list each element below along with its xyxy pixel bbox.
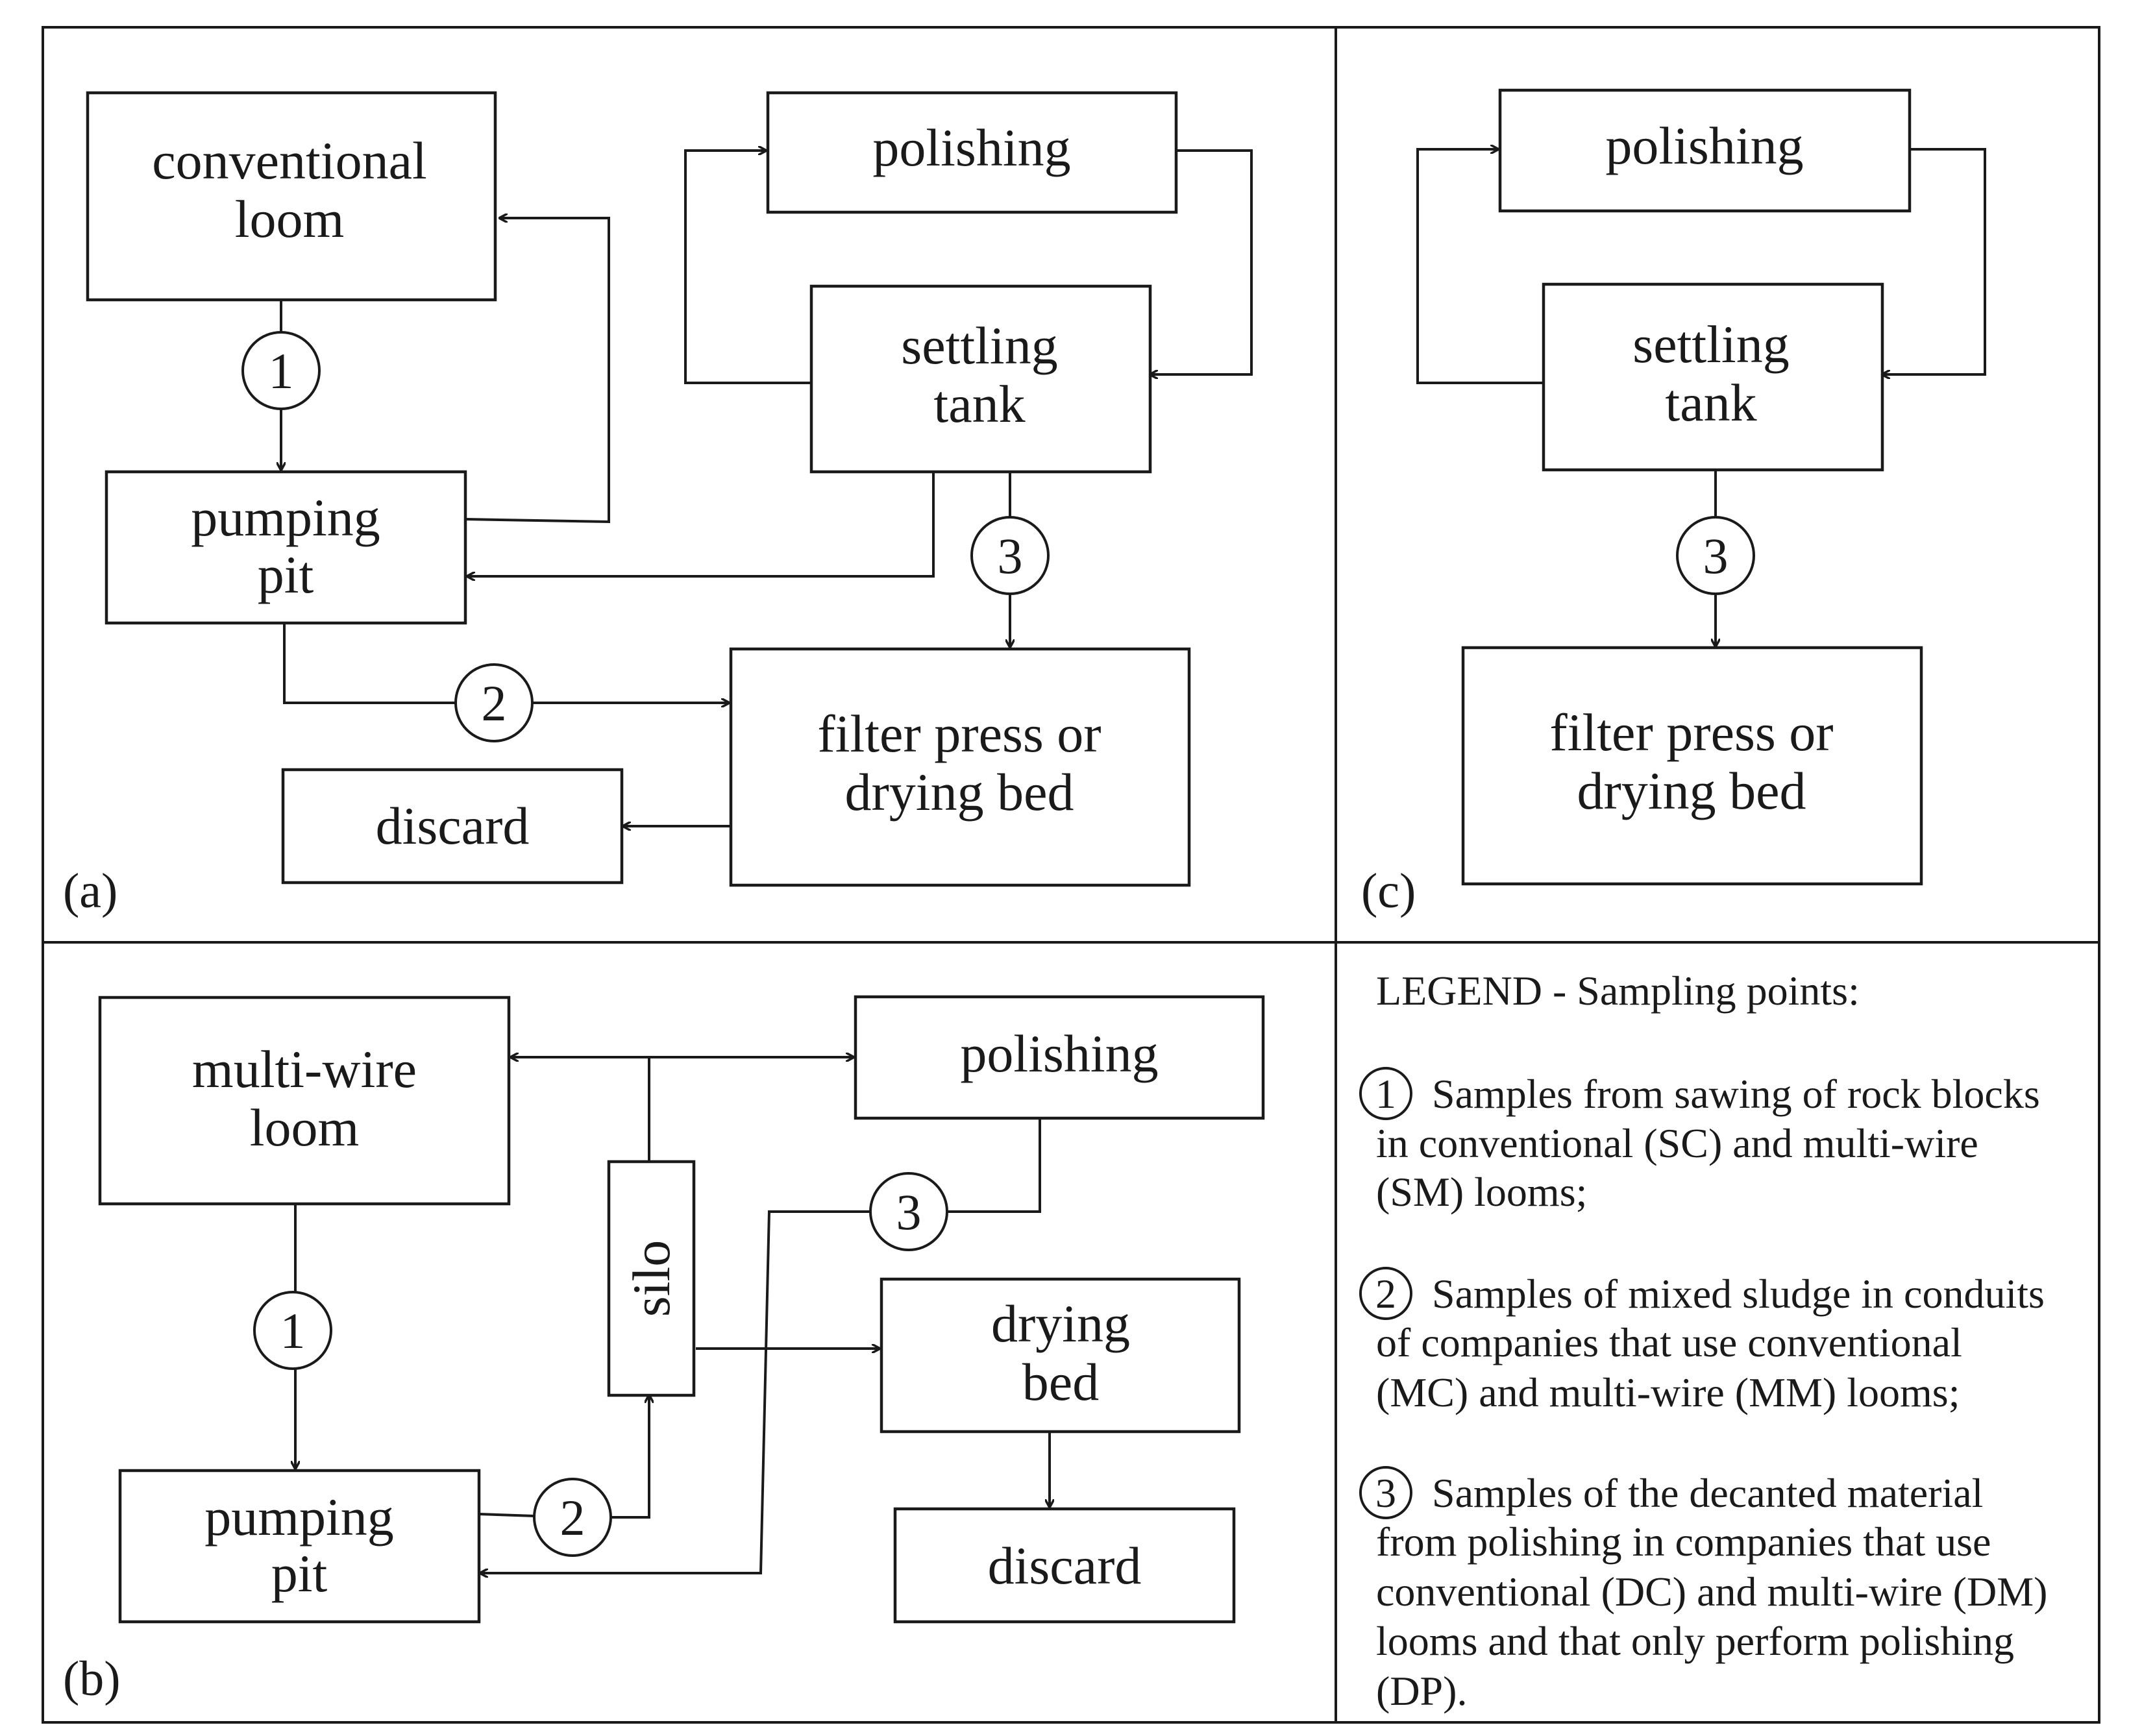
label-pumping-pit-b-l1: pumping — [204, 1487, 394, 1547]
label-discard-b: discard — [988, 1536, 1142, 1595]
label-pumping-pit-a-l1: pumping — [191, 488, 380, 547]
legend-marker-1-text: 1 — [1375, 1071, 1396, 1117]
panel-b: multi-wire loom polishing silo drying be… — [63, 995, 1265, 1706]
legend-item-3-line-2: from polishing in companies that use — [1376, 1519, 1991, 1565]
legend-title: LEGEND - Sampling points: — [1376, 968, 1860, 1014]
legend-marker-2 — [1359, 1267, 1412, 1320]
label-filter-press-a-l1: filter press or — [817, 704, 1101, 763]
legend-marker-3-text: 3 — [1375, 1470, 1396, 1516]
marker-3-b-text: 3 — [896, 1184, 922, 1240]
edge-silo-to-multi-wire-loom — [511, 1057, 650, 1162]
panel-c: polishing settling tank filter press or … — [1361, 88, 1986, 918]
label-filter-press-a-l2: drying bed — [845, 763, 1074, 822]
box-discard-a — [281, 768, 624, 885]
legend: LEGEND - Sampling points: 1 Samples from… — [1359, 968, 2047, 1714]
box-pumping-pit-a — [105, 470, 467, 625]
edge-pumping-pit-to-filter-press — [283, 623, 729, 703]
legend-item-3-line-1: Samples of the decanted material — [1432, 1470, 1983, 1516]
label-settling-tank-a-l2: tank — [933, 374, 1025, 434]
label-settling-tank-a-l1: settling — [901, 316, 1057, 375]
panel-a: conventional loom polishing settling tan… — [63, 91, 1253, 918]
label-pumping-pit-b-l2: pit — [271, 1544, 328, 1603]
box-filter-press-a — [729, 647, 1191, 887]
panel-label-c: (c) — [1361, 864, 1416, 918]
legend-item-2-line-3: (MC) and multi-wire (MM) looms; — [1376, 1369, 1960, 1415]
figure-frame — [42, 26, 2100, 1724]
label-polishing-a: polishing — [872, 118, 1070, 177]
edge-polishing-to-settling-tank-c — [1882, 148, 1986, 374]
edge-polishing-to-pumping-pit-b — [480, 1118, 1041, 1573]
label-conventional-loom-l2: loom — [235, 189, 345, 249]
box-polishing-a — [766, 91, 1178, 214]
label-filter-press-c-l2: drying bed — [1577, 761, 1806, 820]
edge-polishing-to-settling-tank — [1150, 149, 1253, 374]
label-pumping-pit-a-l2: pit — [258, 545, 314, 604]
box-conventional-loom — [86, 91, 497, 302]
sampling-point-2-a — [454, 663, 534, 742]
marker-3-a-text: 3 — [998, 528, 1023, 584]
legend-marker-1 — [1359, 1067, 1412, 1120]
marker-1-b-text: 1 — [280, 1302, 306, 1359]
sampling-point-3-c — [1676, 516, 1755, 595]
label-conventional-loom-l1: conventional — [152, 131, 427, 190]
sampling-point-1-a — [241, 331, 321, 410]
label-drying-bed-l1: drying — [991, 1294, 1130, 1353]
box-settling-tank-a — [809, 284, 1152, 474]
panel-label-a: (a) — [63, 864, 117, 918]
edge-settling-tank-to-polishing — [684, 151, 811, 384]
box-polishing-b — [854, 995, 1265, 1120]
legend-item-3-line-5: (DP). — [1376, 1668, 1467, 1714]
box-drying-bed — [880, 1277, 1241, 1434]
box-discard-b — [893, 1507, 1236, 1624]
legend-item-1-line-3: (SM) looms; — [1376, 1169, 1587, 1215]
marker-3-c-text: 3 — [1703, 528, 1729, 584]
legend-item-3-line-3: conventional (DC) and multi-wire (DM) — [1376, 1569, 2047, 1615]
label-polishing-c: polishing — [1605, 116, 1803, 175]
legend-item-2-line-1: Samples of mixed sludge in conduits — [1432, 1271, 2045, 1317]
label-polishing-b: polishing — [960, 1024, 1158, 1083]
sampling-point-1-b — [253, 1291, 332, 1370]
panel-label-b: (b) — [63, 1652, 121, 1706]
legend-item-1-line-1: Samples from sawing of rock blocks — [1432, 1071, 2040, 1117]
legend-item-1-line-2: in conventional (SC) and multi-wire — [1376, 1120, 1978, 1166]
marker-1-a-text: 1 — [269, 343, 294, 399]
box-polishing-c — [1498, 88, 1912, 213]
sampling-point-3-a — [970, 516, 1050, 595]
legend-marker-2-text: 2 — [1375, 1271, 1396, 1317]
label-multi-wire-loom-l2: loom — [250, 1098, 360, 1157]
marker-2-b-text: 2 — [560, 1489, 585, 1546]
legend-item-2-line-2: of companies that use conventional — [1376, 1319, 1962, 1365]
label-settling-tank-c-l1: settling — [1632, 315, 1789, 374]
label-settling-tank-c-l2: tank — [1665, 373, 1756, 432]
label-multi-wire-loom-l1: multi-wire — [192, 1040, 417, 1099]
sampling-point-2-b — [533, 1478, 612, 1557]
box-pumping-pit-b — [118, 1469, 481, 1624]
edge-settling-tank-to-polishing-c — [1416, 149, 1544, 384]
label-filter-press-c-l1: filter press or — [1549, 703, 1833, 762]
sampling-point-3-b — [869, 1172, 948, 1251]
box-settling-tank-c — [1542, 282, 1884, 472]
legend-item-3-line-4: looms and that only perform polishing — [1376, 1618, 2014, 1664]
box-silo — [607, 1160, 696, 1397]
edge-settling-tank-to-pumping-pit — [467, 472, 935, 576]
box-multi-wire-loom — [98, 996, 511, 1206]
edge-pumping-pit-to-loom — [465, 218, 610, 524]
legend-marker-3 — [1359, 1466, 1412, 1519]
label-discard-a: discard — [376, 796, 530, 855]
box-filter-press-c — [1461, 646, 1923, 886]
label-drying-bed-l2: bed — [1022, 1352, 1099, 1412]
label-silo: silo — [622, 1240, 681, 1317]
marker-2-a-text: 2 — [482, 675, 507, 731]
outer-border — [42, 26, 2100, 1724]
